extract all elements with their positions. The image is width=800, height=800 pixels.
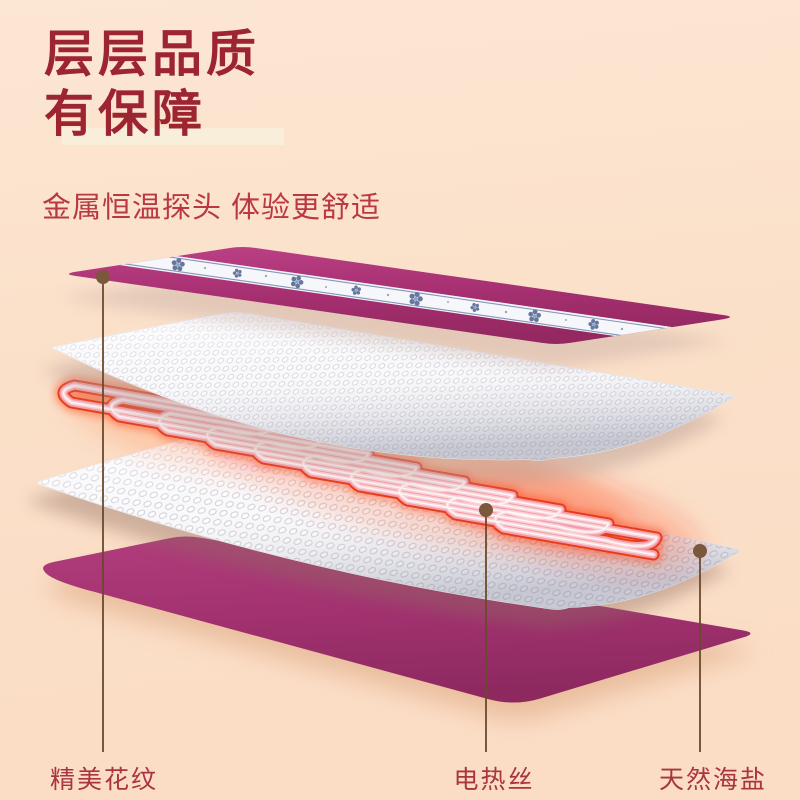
leader-dots	[96, 270, 707, 558]
callout-label-pattern: 精美花纹	[49, 766, 159, 794]
page-subtitle: 金属恒温探头 体验更舒适	[42, 192, 382, 224]
leader-dot-sea-salt	[693, 544, 707, 558]
callout-label-sea-salt: 天然海盐	[658, 766, 768, 794]
leader-dot-pattern	[96, 270, 110, 284]
page-title-line1: 层层品质	[44, 26, 260, 82]
leader-dot-heating-wire	[479, 503, 493, 517]
callout-label-heating-wire: 电热丝	[453, 766, 535, 794]
floral-pattern-band	[68, 247, 731, 344]
bottom-cover-layer	[43, 536, 751, 703]
title-highlight	[62, 128, 284, 145]
upper-quilt-layer	[52, 311, 735, 461]
page-title-line2: 有保障	[44, 86, 206, 142]
leader-lines	[102, 277, 701, 752]
page-title: 层层品质 有保障	[44, 24, 260, 144]
